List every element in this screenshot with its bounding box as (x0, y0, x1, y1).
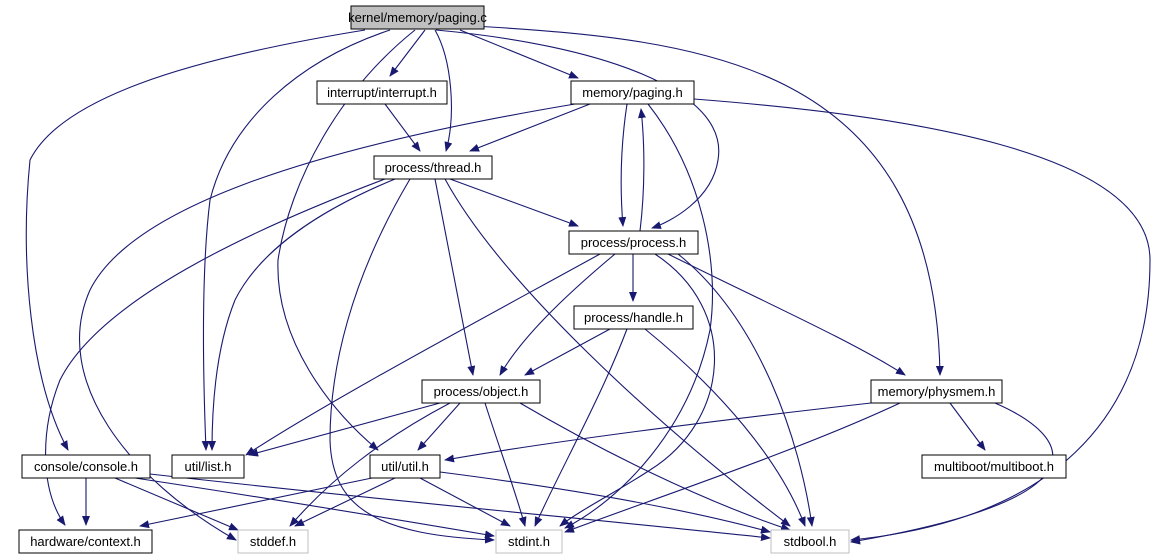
edge-process-to-object (499, 253, 616, 376)
edge-handle-to-stdbool (644, 328, 806, 527)
edge-root-to-list (201, 29, 391, 451)
edge-console-to-stddef (114, 477, 239, 531)
node-stdbool-h[interactable]: stdbool.h (770, 529, 850, 554)
file-nodes: kernel/memory/paging.c interrupt/interru… (18, 5, 1067, 554)
node-memory-paging-h[interactable]: memory/paging.h (570, 80, 695, 105)
edge-process-to-physmem (667, 253, 906, 376)
node-label: process/object.h (434, 384, 529, 399)
edge-process-to-stdbool (677, 253, 815, 527)
node-box (870, 379, 1003, 404)
edge-physmem-to-util (444, 402, 872, 463)
node-box (770, 529, 850, 554)
edge-process-to-mpaging (638, 108, 646, 232)
node-label: memory/physmem.h (878, 384, 996, 399)
node-label: interrupt/interrupt.h (327, 85, 437, 100)
node-kernel-memory-paging-c[interactable]: kernel/memory/paging.c (348, 5, 487, 30)
node-interrupt-interrupt-h[interactable]: interrupt/interrupt.h (316, 80, 448, 105)
node-label: util/util.h (381, 459, 429, 474)
edge-handle-to-object (524, 328, 611, 376)
edge-root-to-thread (434, 29, 453, 152)
edge-mpaging-to-process (618, 103, 628, 227)
edge-object-to-stdint (484, 402, 527, 527)
edge-thread-to-object (434, 178, 476, 376)
edge-console-to-stdbool (149, 473, 771, 542)
node-hardware-context-h[interactable]: hardware/context.h (18, 529, 153, 554)
edge-root-to-process (435, 29, 720, 229)
edge-root-to-mpaging (459, 29, 579, 79)
node-util-util-h[interactable]: util/util.h (369, 454, 441, 479)
node-console-console-h[interactable]: console/console.h (21, 454, 151, 479)
node-box (568, 230, 699, 255)
node-multiboot-multiboot-h[interactable]: multiboot/multiboot.h (921, 454, 1067, 479)
edge-process-to-stdint (559, 253, 715, 527)
edge-root-to-console (25, 29, 366, 451)
node-box (921, 454, 1067, 479)
node-box (171, 454, 245, 479)
edge-physmem-to-stdint (564, 402, 901, 533)
node-box (373, 155, 493, 180)
node-label: process/process.h (581, 235, 687, 250)
node-process-handle-h[interactable]: process/handle.h (573, 305, 694, 330)
node-process-object-h[interactable]: process/object.h (421, 379, 541, 404)
node-label: kernel/memory/paging.c (348, 10, 487, 25)
node-label: process/thread.h (385, 160, 482, 175)
node-process-process-h[interactable]: process/process.h (568, 230, 699, 255)
node-box (350, 5, 485, 30)
node-label: multiboot/multiboot.h (934, 459, 1054, 474)
edge-mpaging-to-thread (469, 103, 591, 152)
edge-util-to-context (139, 477, 373, 529)
edge-root-to-interrupt (389, 29, 426, 77)
node-label: hardware/context.h (30, 534, 141, 549)
edge-mpaging-to-stdbool (693, 98, 1151, 544)
edge-physmem-to-multiboot (949, 402, 986, 451)
edge-object-to-util (417, 402, 461, 451)
node-box (316, 80, 448, 105)
edge-thread-to-stdbool (444, 178, 791, 527)
edge-thread-to-list (208, 178, 396, 451)
edge-util-to-stdbool (439, 471, 771, 534)
edge-util-to-stddef (294, 477, 396, 527)
node-box (18, 529, 153, 554)
edge-util-to-stdint (419, 477, 511, 527)
node-label: stdbool.h (784, 534, 837, 549)
edge-thread-to-stdint (329, 178, 495, 544)
node-box (570, 80, 695, 105)
node-memory-physmem-h[interactable]: memory/physmem.h (870, 379, 1003, 404)
node-box (369, 454, 441, 479)
edge-process-to-list (245, 253, 601, 456)
node-label: memory/paging.h (582, 85, 682, 100)
node-box (495, 529, 563, 554)
node-process-thread-h[interactable]: process/thread.h (373, 155, 493, 180)
edge-object-to-list (248, 402, 441, 457)
node-label: stddef.h (250, 534, 296, 549)
edge-handle-to-stdint (534, 328, 628, 527)
edge-thread-to-process (449, 178, 579, 227)
edge-object-to-stdbool (519, 402, 791, 531)
node-box (573, 305, 694, 330)
edge-mpaging-to-stdint (564, 103, 713, 529)
node-stdint-h[interactable]: stdint.h (495, 529, 563, 554)
edge-root-to-physmem (474, 25, 944, 376)
node-label: console/console.h (34, 459, 138, 474)
node-label: stdint.h (508, 534, 550, 549)
edge-interrupt-to-thread (384, 103, 421, 152)
node-util-list-h[interactable]: util/list.h (171, 454, 245, 479)
edge-object-to-stddef (289, 402, 451, 527)
node-box (21, 454, 151, 479)
edge-console-to-stdint (134, 477, 495, 539)
node-stddef-h[interactable]: stddef.h (237, 529, 309, 554)
node-box (421, 379, 541, 404)
node-label: util/list.h (185, 459, 232, 474)
node-box (237, 529, 309, 554)
node-label: process/handle.h (584, 310, 683, 325)
